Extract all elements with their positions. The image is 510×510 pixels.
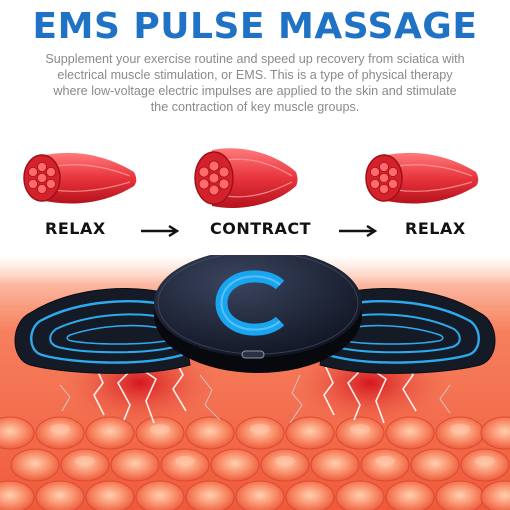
muscle-icon bbox=[194, 148, 298, 208]
ems-pad-right bbox=[319, 288, 496, 374]
usb-c-port-icon bbox=[241, 350, 265, 359]
ems-device-illustration bbox=[0, 255, 510, 510]
stage-label-relax-2: RELAX bbox=[405, 219, 466, 238]
ems-pad-left bbox=[14, 288, 191, 374]
muscle-tissue bbox=[0, 416, 510, 510]
muscle-icon bbox=[365, 152, 479, 204]
stage-label-contract: CONTRACT bbox=[210, 219, 312, 238]
muscle-icon bbox=[23, 152, 137, 204]
banner-title: EMS PULSE MASSAGE bbox=[32, 6, 478, 47]
stage-label-relax: RELAX bbox=[45, 219, 106, 238]
banner-description: Supplement your exercise routine and spe… bbox=[45, 52, 465, 114]
ems-controller-hub bbox=[154, 255, 362, 373]
arrow-right-icon bbox=[141, 225, 180, 237]
arrow-right-icon bbox=[339, 225, 378, 237]
